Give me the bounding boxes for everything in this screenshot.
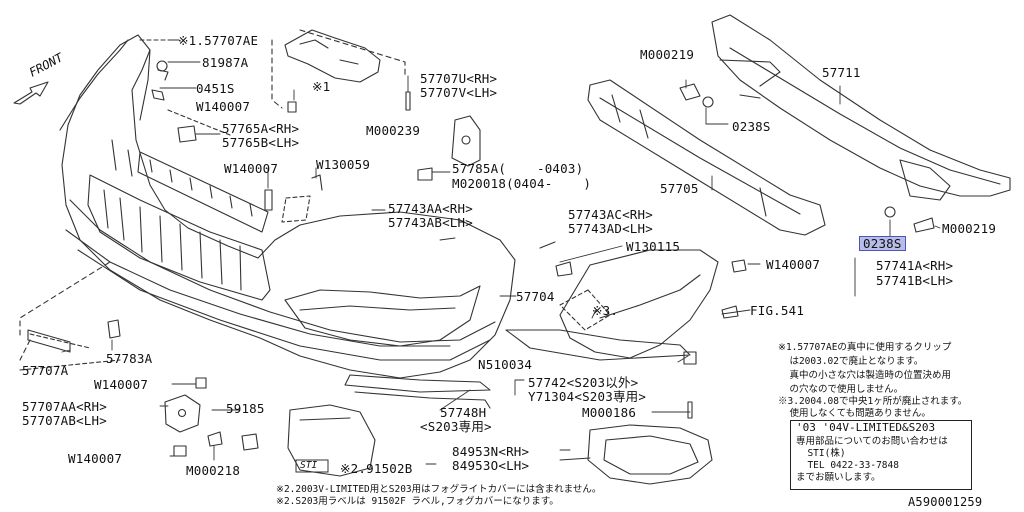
part-label-0451s: 0451S <box>196 81 235 96</box>
part-label-0238s-a: 0238S <box>732 119 771 134</box>
part-label-m000219-b: M000219 <box>942 221 997 236</box>
part-label-w140007-c: W140007 <box>766 257 821 272</box>
leader-lines <box>61 39 941 465</box>
part-label-57704: 57704 <box>516 289 555 304</box>
diagram-id: A590001259 <box>908 495 983 509</box>
part-label-57765b: 57765B<LH> <box>222 135 300 150</box>
part-label-w140007-d: W140007 <box>94 377 149 392</box>
part-label-57707ab: 57707AB<LH> <box>22 413 107 428</box>
part-label-81987a: 81987A <box>202 55 249 70</box>
part-label-57765a: 57765A<RH> <box>222 121 300 136</box>
absorber-57705 <box>587 79 826 236</box>
part-label-59185: 59185 <box>226 401 265 416</box>
contact-line-5: までお願いします。 <box>796 472 881 483</box>
note-line-4: の穴なので使用しません。 <box>778 384 904 395</box>
part-label-57743ac: 57743AC<RH> <box>568 207 653 222</box>
note-line-6: 使用しなくても問題ありません。 <box>778 408 931 419</box>
part-label-57707aa: 57707AA<RH> <box>22 399 107 414</box>
fog-cover-84953 <box>287 404 376 477</box>
bottom-note-1: ※2.2003V-LIMITED用とS203用はフォグライトカバーには含まれませ… <box>276 484 602 495</box>
fasteners <box>151 60 935 457</box>
part-label-57785a: 57785A( -0403) <box>452 161 584 176</box>
bracket-57785a <box>451 115 481 167</box>
part-label-w130115: W130115 <box>626 239 681 254</box>
part-label-291502b: ※2.91502B <box>340 461 413 476</box>
part-label-57742: 57742<S203以外> <box>528 375 639 390</box>
part-label-0238s-highlighted[interactable]: 0238S <box>859 236 906 251</box>
side-cover-57741 <box>539 241 719 359</box>
part-label-57707u: 57707U<RH> <box>420 71 498 86</box>
part-label-57707a: 57707A <box>22 363 69 378</box>
part-label-y71304: Y71304<S203専用> <box>528 389 647 404</box>
note-ref-star3: ※3. <box>592 303 619 318</box>
bottom-note-2: ※2.S203用ラベルは 91502F ラベル,フォグカバーになります。 <box>276 496 559 507</box>
part-label-57743ab: 57743AB<LH> <box>388 215 473 230</box>
part-label-57748h: 57748H <box>440 405 487 420</box>
part-label-w130059: W130059 <box>316 157 371 172</box>
part-label-57707v: 57707V<LH> <box>420 85 498 100</box>
part-label-57705: 57705 <box>660 181 699 196</box>
part-label-84953o: 84953O<LH> <box>452 458 530 473</box>
contact-box <box>790 420 972 490</box>
note-line-5: ※3.2004.08で中央1ヶ所が廃止されます。 <box>778 396 968 407</box>
part-label-w140007-b: W140007 <box>224 161 279 176</box>
note-line-1: ※1.57707AEの真中に使用するクリップ <box>778 342 952 353</box>
part-label-m000186: M000186 <box>582 405 637 420</box>
part-label-fig541: FIG.541 <box>750 303 805 318</box>
part-label-m020018: M020018(0404- ) <box>452 176 592 191</box>
note-line-3: 真中の小さな穴は製造時の位置決め用 <box>778 370 951 381</box>
part-label-w140007-e: W140007 <box>68 451 123 466</box>
part-label-57707ae: ※1.57707AE <box>178 33 259 48</box>
part-label-m000219-a: M000219 <box>640 47 695 62</box>
part-label-57741b: 57741B<LH> <box>876 273 954 288</box>
contact-line-2: 専用部品についてのお問い合わせは <box>796 436 948 447</box>
part-label-s203-only: <S203専用> <box>420 419 492 434</box>
part-label-m000218: M000218 <box>186 463 241 478</box>
bumper-cover-57704 <box>59 34 516 379</box>
part-label-w140007-a: W140007 <box>196 99 251 114</box>
contact-line-4: TEL 0422-33-7848 <box>796 460 899 471</box>
part-label-n510034: N510034 <box>478 357 533 372</box>
part-label-57783a: 57783A <box>106 351 153 366</box>
part-label-84953n: 84953N<RH> <box>452 444 530 459</box>
sti-badge-label: STI <box>300 460 318 471</box>
reinforcement-57711 <box>711 14 1011 201</box>
contact-line-3: STI(株) <box>796 448 846 459</box>
part-label-57741a: 57741A<RH> <box>876 258 954 273</box>
front-arrow-icon <box>13 81 49 105</box>
part-label-m000239: M000239 <box>366 123 421 138</box>
part-label-57743ad: 57743AD<LH> <box>568 221 653 236</box>
part-label-57743aa: 57743AA<RH> <box>388 201 473 216</box>
note-ref-star1: ※1 <box>312 79 331 94</box>
note-line-2: は2003.02で廃止となります。 <box>778 356 924 367</box>
bracket-57707u <box>284 29 381 83</box>
contact-line-1: '03 '04V-LIMITED&S203 <box>796 421 936 434</box>
part-label-57711: 57711 <box>822 65 861 80</box>
